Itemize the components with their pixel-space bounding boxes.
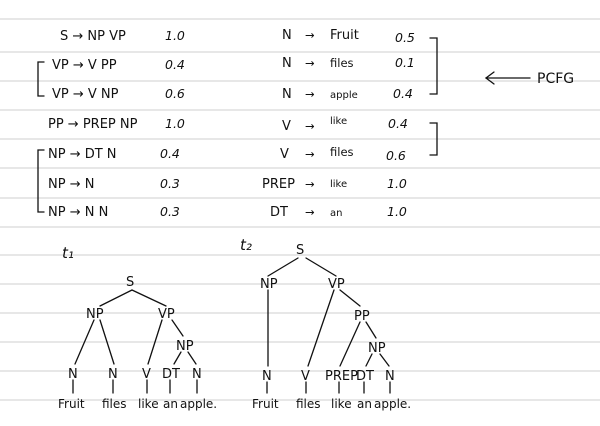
tree2-node-v: V <box>301 369 310 384</box>
arrow: → <box>305 119 315 133</box>
tree2-node-n1: N <box>262 369 272 384</box>
tree2-leaf-like: like <box>331 397 352 411</box>
rule-np-n-prob: 0.3 <box>160 176 180 191</box>
rule-vp-v-pp: VP → V PP <box>52 58 117 73</box>
lex-v-like-lhs: V <box>282 119 291 134</box>
arrow: → <box>305 147 315 161</box>
rule-pp: PP → PREP NP <box>48 117 138 132</box>
tree1-leaf-fruit: Fruit <box>58 397 85 411</box>
n-bracket <box>429 37 438 95</box>
tree2-node-pp: PP <box>354 309 370 324</box>
tree1-node-np: NP <box>86 307 104 322</box>
rule-vp-v-np-prob: 0.6 <box>165 86 185 101</box>
tree1-node-s: S <box>126 275 134 290</box>
arrow: → <box>305 56 315 70</box>
lex-v-like-prob: 0.4 <box>388 116 408 131</box>
tree2-node-dt: DT <box>356 369 374 384</box>
tree1-node-v: V <box>142 367 151 382</box>
tree1-node-n2: N <box>108 367 118 382</box>
notebook-lines <box>0 18 600 401</box>
lex-dt-an-prob: 1.0 <box>387 204 407 219</box>
v-bracket <box>429 122 438 156</box>
lex-n-files-rhs: files <box>330 56 354 70</box>
tree1-label: t₁ <box>62 244 74 262</box>
tree1-node-n1: N <box>68 367 78 382</box>
rule-vp-v-pp-prob: 0.4 <box>165 57 185 72</box>
lex-dt-an-lhs: DT <box>270 205 288 220</box>
grammar-rules-left: S → NP VP 1.0 VP → V PP 0.4 VP → V NP 0.… <box>37 28 185 220</box>
lex-n-apple-rhs: apple <box>330 90 358 101</box>
rule-np-n-n-prob: 0.3 <box>160 204 180 219</box>
lex-n-files-lhs: N <box>282 56 292 71</box>
lex-v-files-lhs: V <box>280 147 289 162</box>
left-arrow-head-icon <box>484 71 495 85</box>
lex-dt-an-rhs: an <box>330 208 342 219</box>
tree1-leaf-files: files <box>102 397 127 411</box>
pcfg-annotation: PCFG <box>484 71 574 87</box>
lex-prep-like-prob: 1.0 <box>387 176 407 191</box>
lex-n-fruit-rhs: Fruit <box>330 28 359 43</box>
tree2-node-s: S <box>296 243 304 258</box>
arrow: → <box>305 177 315 191</box>
tree1-node-np2: NP <box>176 339 194 354</box>
tree2-leaf-files: files <box>296 397 321 411</box>
lexical-rules-right: N → Fruit 0.5 N → files 0.1 N → apple 0.… <box>262 28 438 220</box>
np-bracket <box>37 149 45 213</box>
tree2-leaf-apple: apple. <box>374 397 411 411</box>
lex-prep-like-rhs: like <box>330 179 347 190</box>
rule-s-prob: 1.0 <box>165 28 185 43</box>
tree1-node-dt: DT <box>162 367 180 382</box>
lex-n-apple-lhs: N <box>282 87 292 102</box>
tree2-leaf-fruit: Fruit <box>252 397 279 411</box>
pcfg-label: PCFG <box>537 71 574 87</box>
lex-n-fruit-lhs: N <box>282 28 292 43</box>
vp-bracket <box>37 61 45 97</box>
lex-v-files-rhs: files <box>330 145 354 159</box>
rule-np-dt-n-prob: 0.4 <box>160 146 180 161</box>
lex-n-fruit-prob: 0.5 <box>395 30 415 45</box>
lex-v-files-prob: 0.6 <box>386 148 406 163</box>
rule-pp-prob: 1.0 <box>165 116 185 131</box>
arrow: → <box>305 205 315 219</box>
parse-tree-1: t₁ S NP VP NP N N V DT N Fruit files lik… <box>58 244 217 411</box>
tree2-label: t₂ <box>240 236 252 254</box>
lex-n-files-prob: 0.1 <box>395 55 415 70</box>
rule-np-n-n: NP → N N <box>48 205 108 220</box>
lex-n-apple-prob: 0.4 <box>393 86 413 101</box>
lex-prep-like-lhs: PREP <box>262 177 295 192</box>
tree2-node-vp: VP <box>328 277 345 292</box>
tree1-leaf-an: an <box>163 397 178 411</box>
arrow: → <box>305 87 315 101</box>
rule-np-n: NP → N <box>48 177 94 192</box>
tree2-node-np: NP <box>260 277 278 292</box>
rule-vp-v-np: VP → V NP <box>52 87 119 102</box>
lex-v-like-rhs: like <box>330 116 347 127</box>
rule-s: S → NP VP <box>60 29 126 44</box>
tree1-leaf-apple: apple. <box>180 397 217 411</box>
tree1-leaf-like: like <box>138 397 159 411</box>
tree2-node-n2: N <box>385 369 395 384</box>
tree2-node-np2: NP <box>368 341 386 356</box>
arrow: → <box>305 28 315 42</box>
tree1-node-vp: VP <box>158 307 175 322</box>
tree1-node-n3: N <box>192 367 202 382</box>
tree2-leaf-an: an <box>357 397 372 411</box>
tree2-node-prep: PREP <box>325 369 358 384</box>
rule-np-dt-n: NP → DT N <box>48 147 117 162</box>
parse-tree-2: t₂ S NP VP PP NP N V PREP DT N Fruit fil… <box>240 236 411 411</box>
